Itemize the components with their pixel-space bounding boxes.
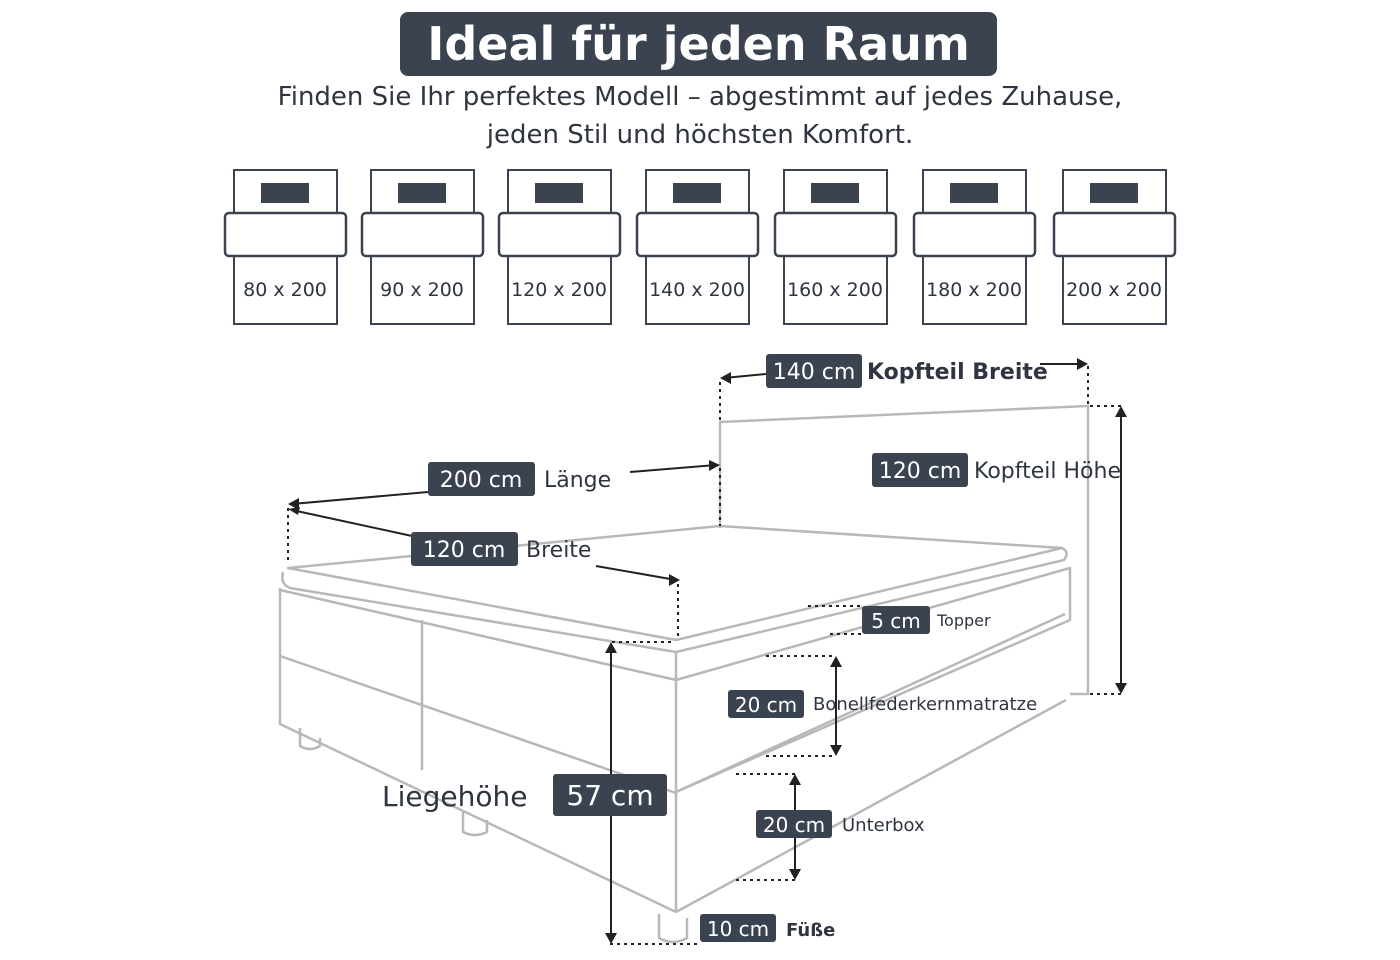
fuesse-label: Füße: [786, 920, 835, 941]
unterbox-value: 20 cm: [763, 813, 825, 837]
mattress-right-top: [675, 566, 1072, 794]
callout-laenge: 200 cm Länge: [428, 462, 611, 496]
mattress-left: [278, 588, 677, 914]
topper-edge: [281, 546, 1068, 654]
kopfteil-breite-value: 140 cm: [773, 360, 856, 385]
laenge-label: Länge: [544, 468, 611, 493]
callout-breite: 120 cm Breite: [411, 532, 591, 566]
matratze-value: 20 cm: [735, 693, 797, 717]
size-label-4: 160 x 200: [787, 279, 883, 301]
size-label-6: 200 x 200: [1066, 279, 1162, 301]
size-icon-4: 160 x 200: [773, 169, 898, 325]
subtitle-line-1: Finden Sie Ihr perfektes Modell – abgest…: [277, 82, 1123, 112]
dimension-lines: [287, 363, 1122, 945]
breite-label: Breite: [526, 538, 591, 563]
foot-left: [298, 728, 322, 751]
size-label-5: 180 x 200: [926, 279, 1022, 301]
callout-topper: 5 cm Topper: [862, 606, 991, 634]
size-label-0: 80 x 200: [243, 279, 327, 301]
callout-fuesse: 10 cm Füße: [700, 914, 835, 942]
callout-matratze: 20 cm Bonellfederkernmatratze: [728, 690, 1037, 718]
size-icon-5: 180 x 200: [912, 169, 1037, 325]
title-badge: [400, 12, 997, 76]
breite-value: 120 cm: [423, 538, 506, 563]
callout-kopfteil-breite: 140 cm Kopfteil Breite: [766, 354, 1048, 388]
box-bottom: [675, 698, 1067, 914]
foot-front: [657, 914, 689, 944]
arrowheads: [288, 358, 1127, 944]
callout-unterbox: 20 cm Unterbox: [756, 810, 925, 838]
liegehoehe-value: 57 cm: [566, 779, 653, 812]
size-icon-6: 200 x 200: [1052, 169, 1177, 325]
box-right: [675, 612, 1066, 794]
size-label-3: 140 x 200: [649, 279, 745, 301]
subtitle-line-2: jeden Stil und höchsten Komfort.: [486, 120, 914, 150]
mattress-seam: [279, 654, 677, 795]
unterbox-label: Unterbox: [842, 815, 925, 836]
topper-label: Topper: [936, 611, 991, 630]
headboard: [718, 404, 1090, 696]
size-icon-1: 90 x 200: [360, 169, 485, 325]
foot-mid: [461, 812, 489, 837]
size-label-1: 90 x 200: [380, 279, 464, 301]
page-title: Ideal für jeden Raum: [427, 17, 970, 71]
callout-kopfteil-hoehe: 120 cm Kopfteil Höhe: [872, 453, 1121, 487]
fuesse-value: 10 cm: [707, 917, 769, 941]
laenge-value: 200 cm: [440, 468, 523, 493]
size-icon-3: 140 x 200: [635, 169, 760, 325]
subtitle: Finden Sie Ihr perfektes Modell – abgest…: [150, 78, 1250, 154]
size-icon-2: 120 x 200: [497, 169, 622, 325]
kopfteil-breite-label: Kopfteil Breite: [867, 360, 1048, 385]
kopfteil-hoehe-value: 120 cm: [879, 459, 962, 484]
liegehoehe-label: Liegehöhe: [382, 780, 527, 813]
matratze-label: Bonellfederkernmatratze: [813, 694, 1037, 715]
size-icon-0: 80 x 200: [223, 169, 348, 325]
size-label-2: 120 x 200: [511, 279, 607, 301]
kopfteil-hoehe-label: Kopfteil Höhe: [974, 459, 1121, 484]
callout-liegehoehe: Liegehöhe 57 cm: [382, 774, 667, 816]
topper-value: 5 cm: [871, 609, 921, 633]
